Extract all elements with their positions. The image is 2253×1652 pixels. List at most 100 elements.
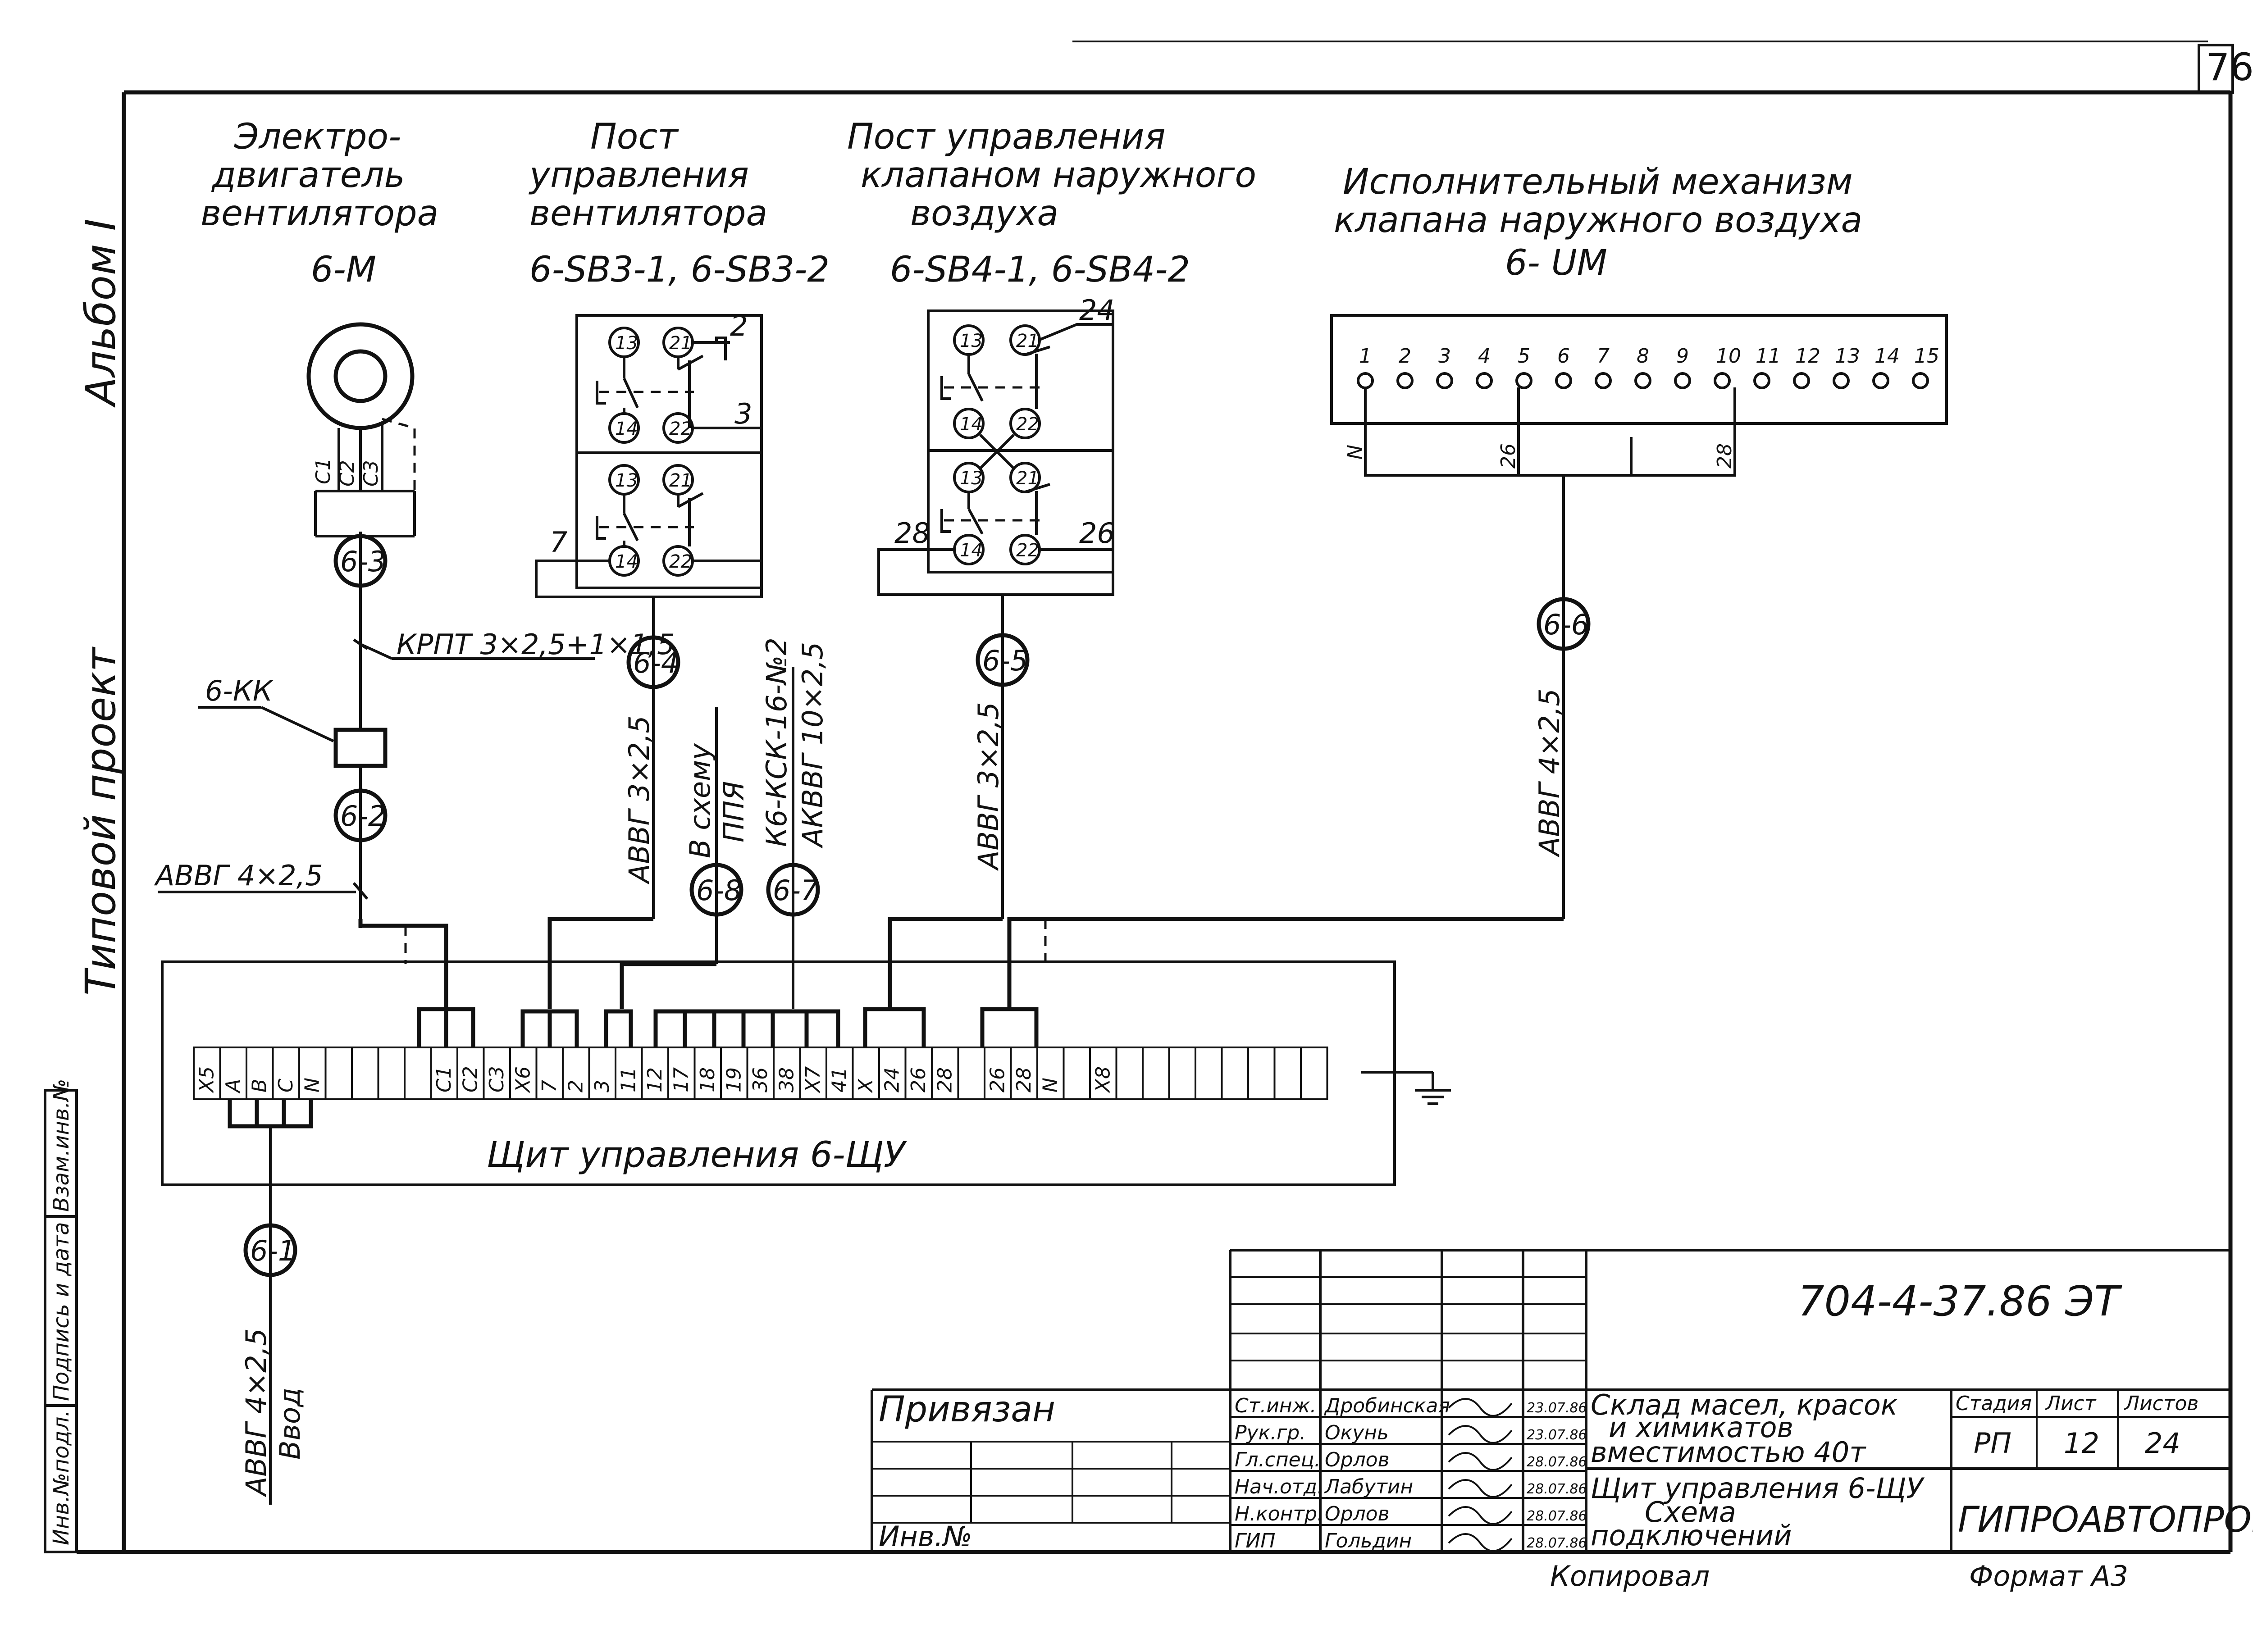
sheet-value: 12 bbox=[2064, 1427, 2099, 1460]
svg-text:21: 21 bbox=[669, 333, 692, 354]
panel-terminal bbox=[1300, 1047, 1328, 1100]
panel-terminal-label: 41 bbox=[828, 1067, 851, 1092]
valve-post-title-3: воздуха bbox=[910, 193, 1058, 234]
cable-6-7-id: 6-7 bbox=[773, 874, 818, 907]
panel-terminal-label: А bbox=[222, 1079, 245, 1094]
cable-6-1: 6-1 АВВГ 4×2,5 Ввод bbox=[240, 1223, 306, 1497]
actuator-terminal bbox=[1634, 372, 1651, 389]
fan-post-title-3: вентилятора bbox=[529, 193, 767, 234]
format-label: Формат А3 bbox=[1969, 1560, 2128, 1593]
project-label: Типовой проект bbox=[77, 646, 125, 996]
sheet-header: Лист bbox=[2045, 1392, 2097, 1415]
cable-6-2-id: 6-2 bbox=[340, 800, 386, 833]
role-name: Орлов bbox=[1325, 1448, 1390, 1471]
motor-title-1: Электро- bbox=[234, 117, 401, 157]
actuator-terminal bbox=[1595, 372, 1612, 389]
panel-terminal bbox=[404, 1047, 432, 1100]
actuator-terminal bbox=[1357, 372, 1374, 389]
actuator-terminal-label: 13 bbox=[1835, 345, 1860, 368]
cable-6-8-label-1: В схему bbox=[684, 743, 716, 858]
actuator-terminal-label: 12 bbox=[1795, 345, 1820, 368]
actuator-code: 6- UM bbox=[1505, 243, 1607, 283]
bound-label: Привязан bbox=[879, 1389, 1055, 1430]
panel-terminal bbox=[324, 1047, 353, 1100]
actuator-terminal bbox=[1753, 372, 1770, 389]
fan-post-title-1: Пост bbox=[590, 117, 679, 157]
fan-post-terminal-3: 3 bbox=[734, 397, 752, 430]
role-date: 28.07.86 bbox=[1527, 1508, 1587, 1524]
stage-header: Стадия bbox=[1956, 1392, 2032, 1415]
cable-6-1-note: Ввод bbox=[274, 1388, 306, 1460]
actuator-terminal-label: 8 bbox=[1637, 345, 1649, 368]
cable-6-6-id: 6-6 bbox=[1543, 608, 1589, 641]
panel-terminal bbox=[1273, 1047, 1302, 1100]
role-date: 28.07.86 bbox=[1527, 1535, 1587, 1551]
actuator-terminal bbox=[1912, 372, 1929, 389]
panel-terminal-label: В bbox=[248, 1079, 271, 1092]
svg-text:13: 13 bbox=[960, 468, 983, 489]
panel-terminal-label: 26 bbox=[907, 1067, 930, 1092]
panel-terminal bbox=[377, 1047, 406, 1100]
panel-terminal bbox=[351, 1047, 379, 1100]
actuator-terminal bbox=[1436, 372, 1453, 389]
role-name: Лабутин bbox=[1324, 1475, 1413, 1498]
role-title: Рук.гр. bbox=[1235, 1421, 1306, 1444]
panel-terminal-label: 24 bbox=[880, 1067, 903, 1092]
actuator-terminal bbox=[1714, 372, 1731, 389]
panel-terminal bbox=[1247, 1047, 1276, 1100]
signature bbox=[1448, 1425, 1513, 1444]
panel-terminal bbox=[1221, 1047, 1249, 1100]
panel-terminal-label: 38 bbox=[775, 1067, 798, 1092]
cable-6-5-id: 6-5 bbox=[982, 644, 1028, 677]
inv-label: Инв.№ bbox=[879, 1520, 972, 1553]
svg-text:22: 22 bbox=[1016, 540, 1039, 561]
cable-6-7-label-2: АКВВГ 10×2,5 bbox=[796, 642, 829, 849]
motor-wire-c2: С2 bbox=[336, 460, 359, 487]
sheet-name-2: Схема bbox=[1645, 1496, 1736, 1529]
svg-text:13: 13 bbox=[615, 333, 638, 354]
cable-6-5-label: АВВГ 3×2,5 bbox=[972, 702, 1005, 871]
valve-post-title-2: клапаном наружного bbox=[861, 155, 1256, 196]
svg-text:14: 14 bbox=[960, 540, 983, 561]
sheets-value: 24 bbox=[2145, 1427, 2180, 1460]
role-name: Дробинская bbox=[1324, 1394, 1450, 1417]
role-date: 23.07.86 bbox=[1527, 1400, 1587, 1416]
actuator-terminal bbox=[1396, 372, 1414, 389]
panel-terminal-label: N bbox=[1039, 1078, 1062, 1092]
valve-post-terminal-28: 28 bbox=[894, 517, 930, 550]
panel-terminal-label: С3 bbox=[485, 1066, 508, 1092]
cable-6-4-label: АВВГ 3×2,5 bbox=[623, 715, 656, 885]
cable-6-7-label-1: К6-КСК-16-№2 bbox=[760, 637, 793, 847]
role-title: Н.контр. bbox=[1235, 1502, 1323, 1525]
actuator-terminal bbox=[1515, 372, 1532, 389]
stage-value: РП bbox=[1974, 1427, 2011, 1460]
fan-post-code: 6-SB3-1, 6-SB3-2 bbox=[529, 250, 830, 290]
valve-post-code: 6-SB4-1, 6-SB4-2 bbox=[890, 250, 1190, 290]
object-line-3: вместимостью 40т bbox=[1591, 1436, 1866, 1469]
role-title: Ст.инж. bbox=[1235, 1394, 1316, 1417]
object-line-2: и химикатов bbox=[1609, 1411, 1793, 1444]
signature bbox=[1448, 1479, 1513, 1498]
motor-wire-c1: С1 bbox=[312, 458, 335, 484]
copied-label: Копировал bbox=[1550, 1560, 1710, 1593]
actuator-terminal bbox=[1793, 372, 1810, 389]
panel-terminal-label: 17 bbox=[670, 1067, 693, 1092]
role-title: ГИП bbox=[1235, 1529, 1276, 1552]
svg-text:14: 14 bbox=[615, 551, 638, 572]
panel-terminal-label: Х bbox=[854, 1079, 877, 1093]
motor-symbol bbox=[306, 322, 415, 430]
sheet-name-1: Щит управления 6-ЩУ bbox=[1591, 1472, 1925, 1505]
signature bbox=[1448, 1533, 1513, 1552]
thermal-relay-6-kk bbox=[333, 728, 388, 768]
valve-post-terminal-26: 26 bbox=[1079, 517, 1115, 550]
cable-6-6-label: АВВГ 4×2,5 bbox=[1533, 688, 1566, 858]
svg-text:22: 22 bbox=[1016, 414, 1039, 435]
panel-terminal bbox=[1063, 1047, 1091, 1100]
panel-terminal-label: N bbox=[301, 1078, 324, 1092]
svg-text:21: 21 bbox=[1016, 468, 1039, 489]
actuator-terminal-label: 11 bbox=[1756, 345, 1781, 368]
org-name: ГИПРОАВТОПРОМ bbox=[1958, 1500, 2253, 1540]
cable-6-1-id: 6-1 bbox=[250, 1234, 296, 1267]
